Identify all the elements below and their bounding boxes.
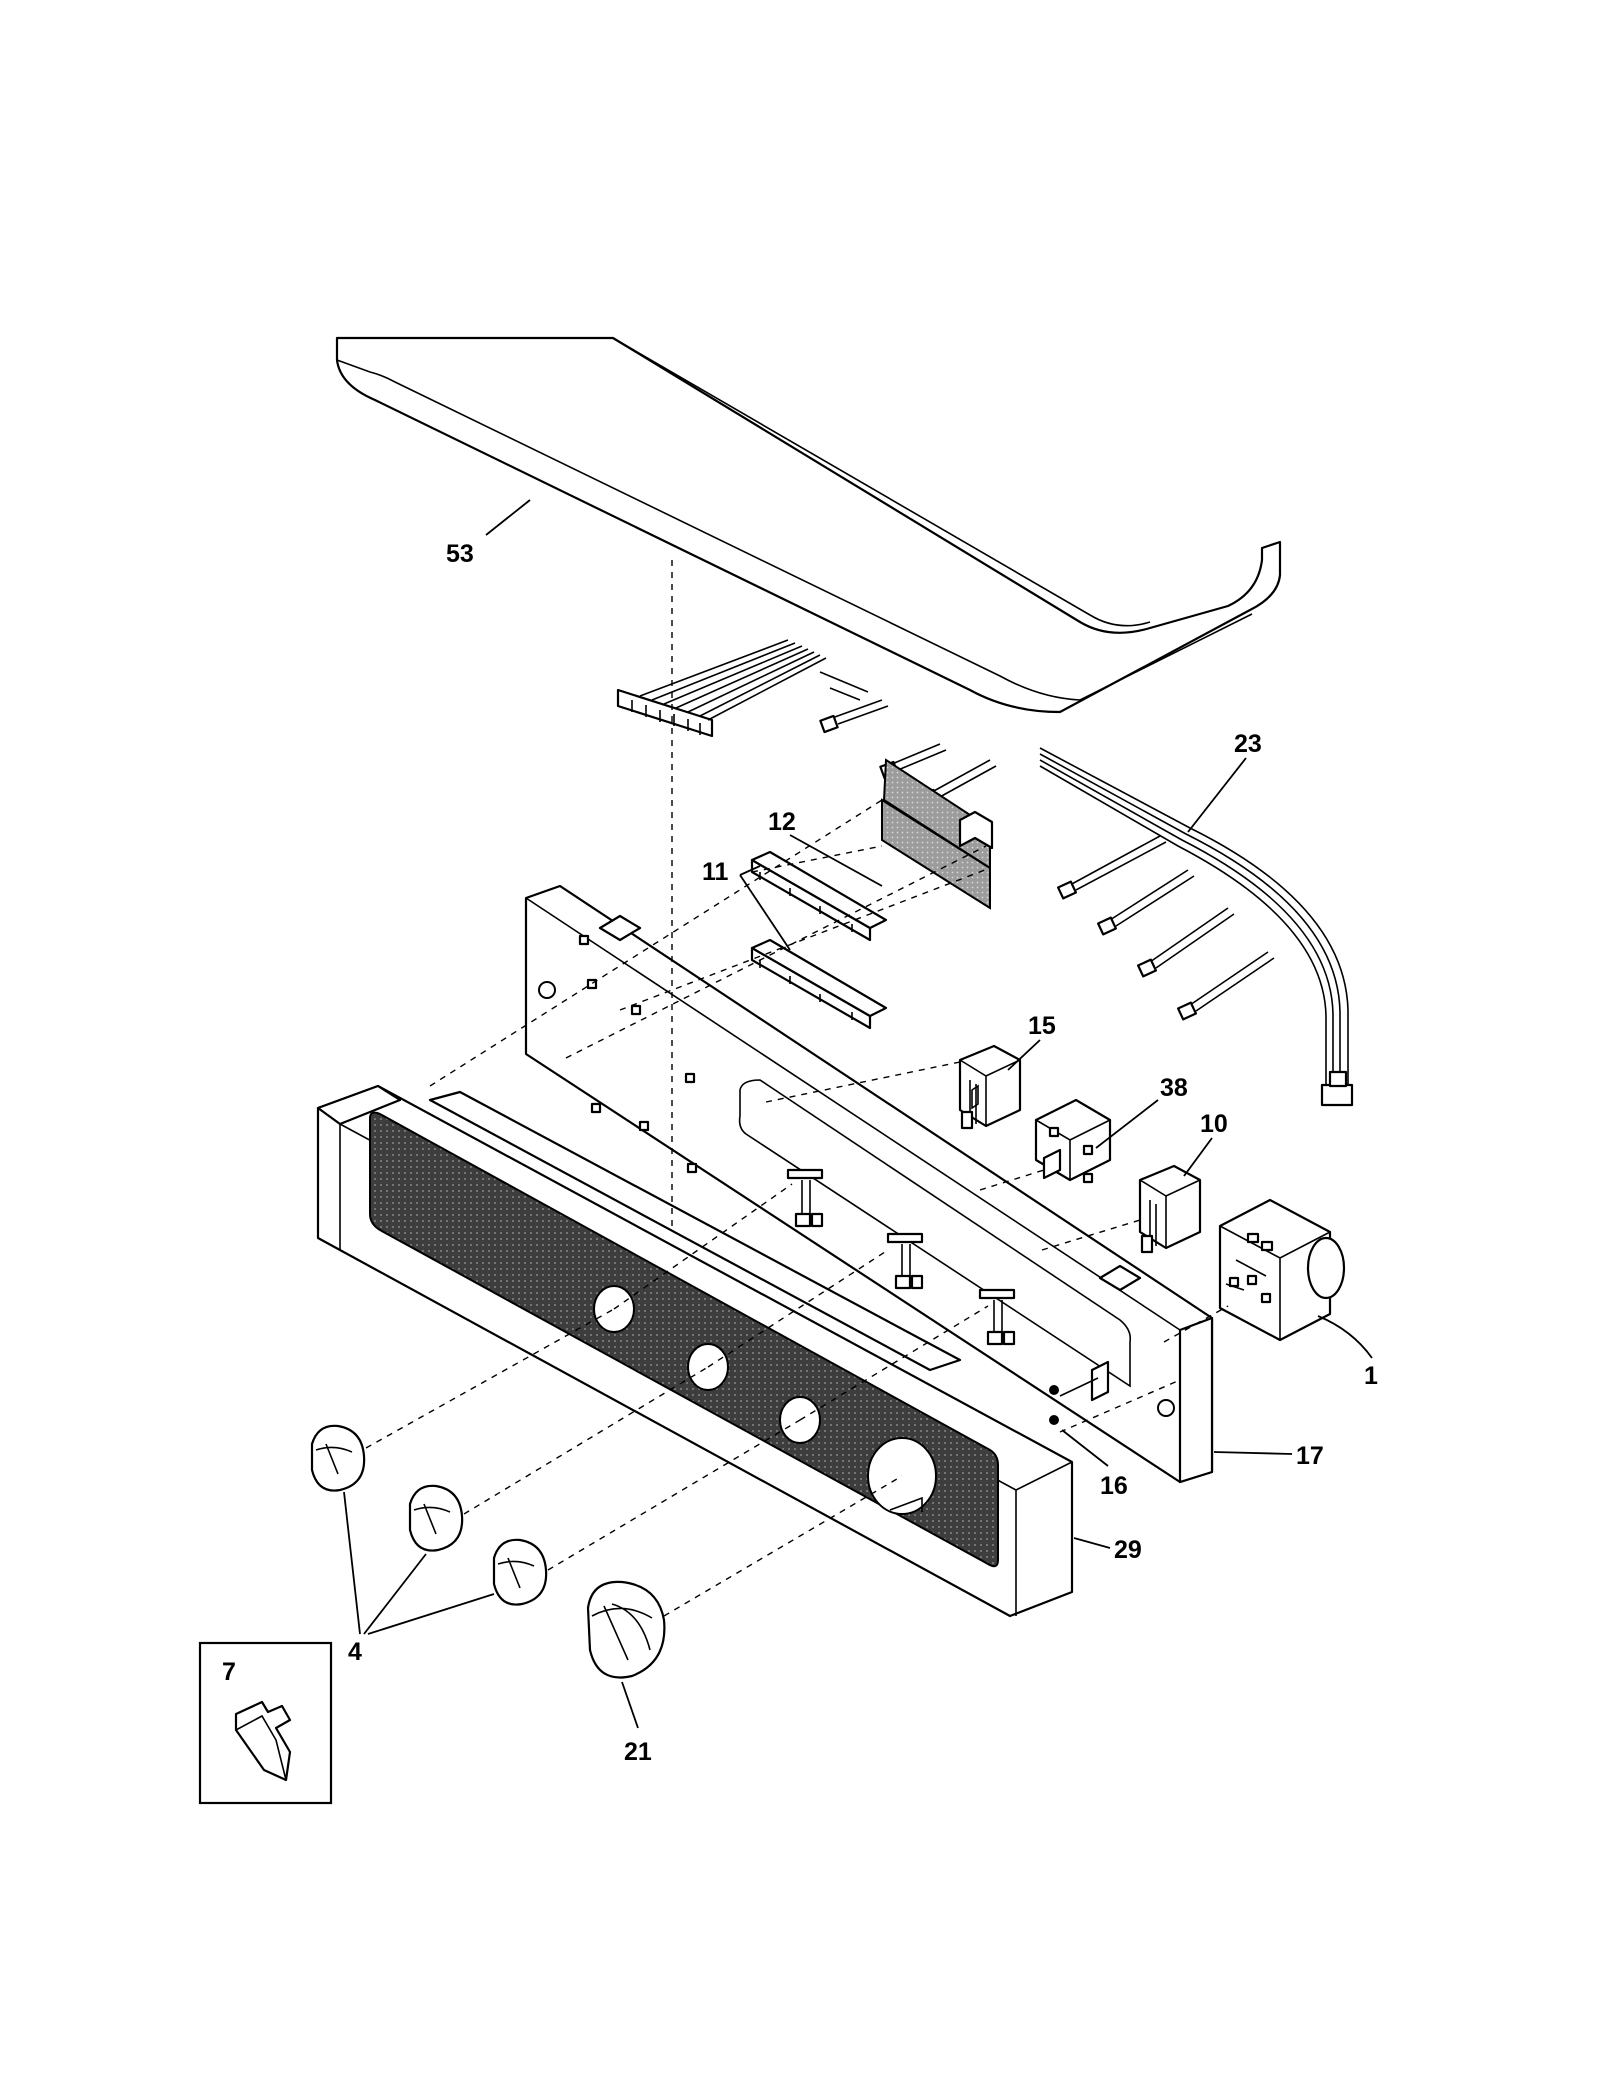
knob-1: [310, 1424, 366, 1492]
switch-mount-1: [786, 1168, 824, 1228]
callout-15: 15: [1028, 1012, 1056, 1040]
callout-1: 1: [1364, 1362, 1378, 1390]
wire-harness: [1039, 747, 1354, 1107]
switch-10: [1138, 1164, 1202, 1254]
assembly-lines: [365, 560, 1229, 1617]
inset-box: [198, 1641, 333, 1805]
leader-lines: [343, 499, 1373, 1729]
callout-23: 23: [1234, 730, 1262, 758]
callout-21: 21: [624, 1738, 652, 1766]
callout-11: 11: [702, 858, 729, 886]
knob-3: [492, 1538, 548, 1606]
switch-38: [1034, 1098, 1112, 1184]
callout-53: 53: [446, 540, 474, 568]
switch-mount-3: [978, 1288, 1016, 1346]
callout-labels: 53 23 12 11 15 38 10 1 17 16 29 4 21 7: [222, 540, 1378, 1766]
callout-12: 12: [768, 808, 796, 836]
callout-16: 16: [1100, 1472, 1128, 1500]
timer: [1218, 1198, 1346, 1342]
callout-10: 10: [1200, 1110, 1228, 1138]
switch-mount-2: [886, 1232, 924, 1290]
callout-7: 7: [222, 1658, 236, 1686]
callout-4: 4: [348, 1638, 362, 1666]
callout-29: 29: [1114, 1536, 1142, 1564]
card-guide-lower: [750, 938, 888, 1030]
pcb-board: [881, 758, 994, 910]
callout-38: 38: [1160, 1074, 1188, 1102]
card-guide-upper: [750, 850, 888, 942]
callout-17: 17: [1296, 1442, 1324, 1470]
knob-21: [586, 1580, 666, 1679]
knob-2: [408, 1484, 464, 1552]
switch-15: [958, 1044, 1022, 1130]
top-cover: [335, 336, 1282, 714]
control-panel-backplate: [524, 884, 1214, 1484]
clip-part: [234, 1700, 292, 1782]
